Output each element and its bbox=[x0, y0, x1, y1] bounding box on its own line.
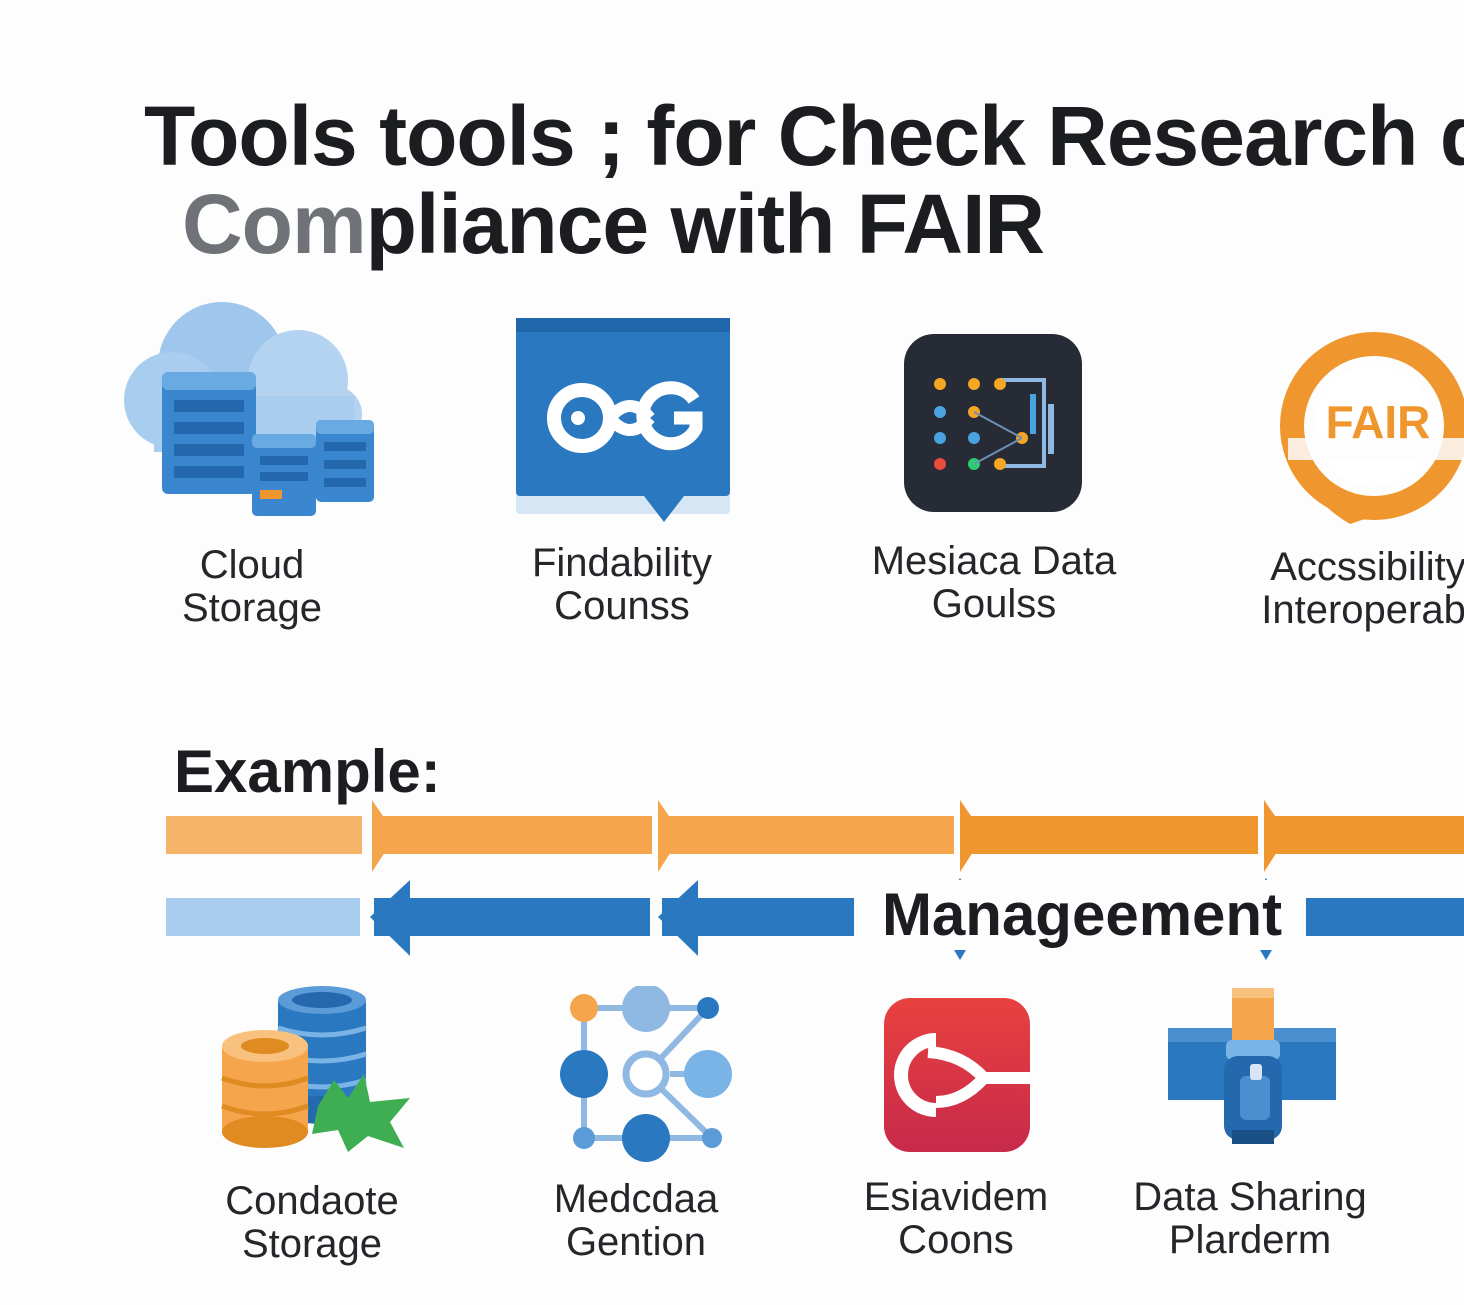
cloud-storage-icon bbox=[124, 302, 374, 516]
metadata-network-icon bbox=[560, 986, 732, 1162]
title-faded-part: Com bbox=[182, 177, 367, 271]
fair-badge-icon: FAIR bbox=[1280, 332, 1464, 524]
title-line-1: Tools tools ; for Check Research da bbox=[144, 89, 1464, 183]
database-storage-icon bbox=[221, 986, 410, 1152]
red-app-icon bbox=[884, 998, 1030, 1152]
example-heading: Example: bbox=[174, 738, 441, 805]
page-title: Tools tools ; for Check Research da Comp… bbox=[144, 92, 1464, 268]
title-line-2: Compliance with FAIR bbox=[182, 180, 1464, 268]
management-flow-label: Manageement bbox=[862, 880, 1302, 950]
title-rest-part: pliance with FAIR bbox=[365, 177, 1045, 271]
metadata-graph-icon bbox=[904, 334, 1082, 512]
findability-icon bbox=[516, 318, 730, 522]
data-sharing-icon bbox=[1168, 988, 1336, 1144]
fair-badge-text: FAIR bbox=[1326, 396, 1431, 448]
